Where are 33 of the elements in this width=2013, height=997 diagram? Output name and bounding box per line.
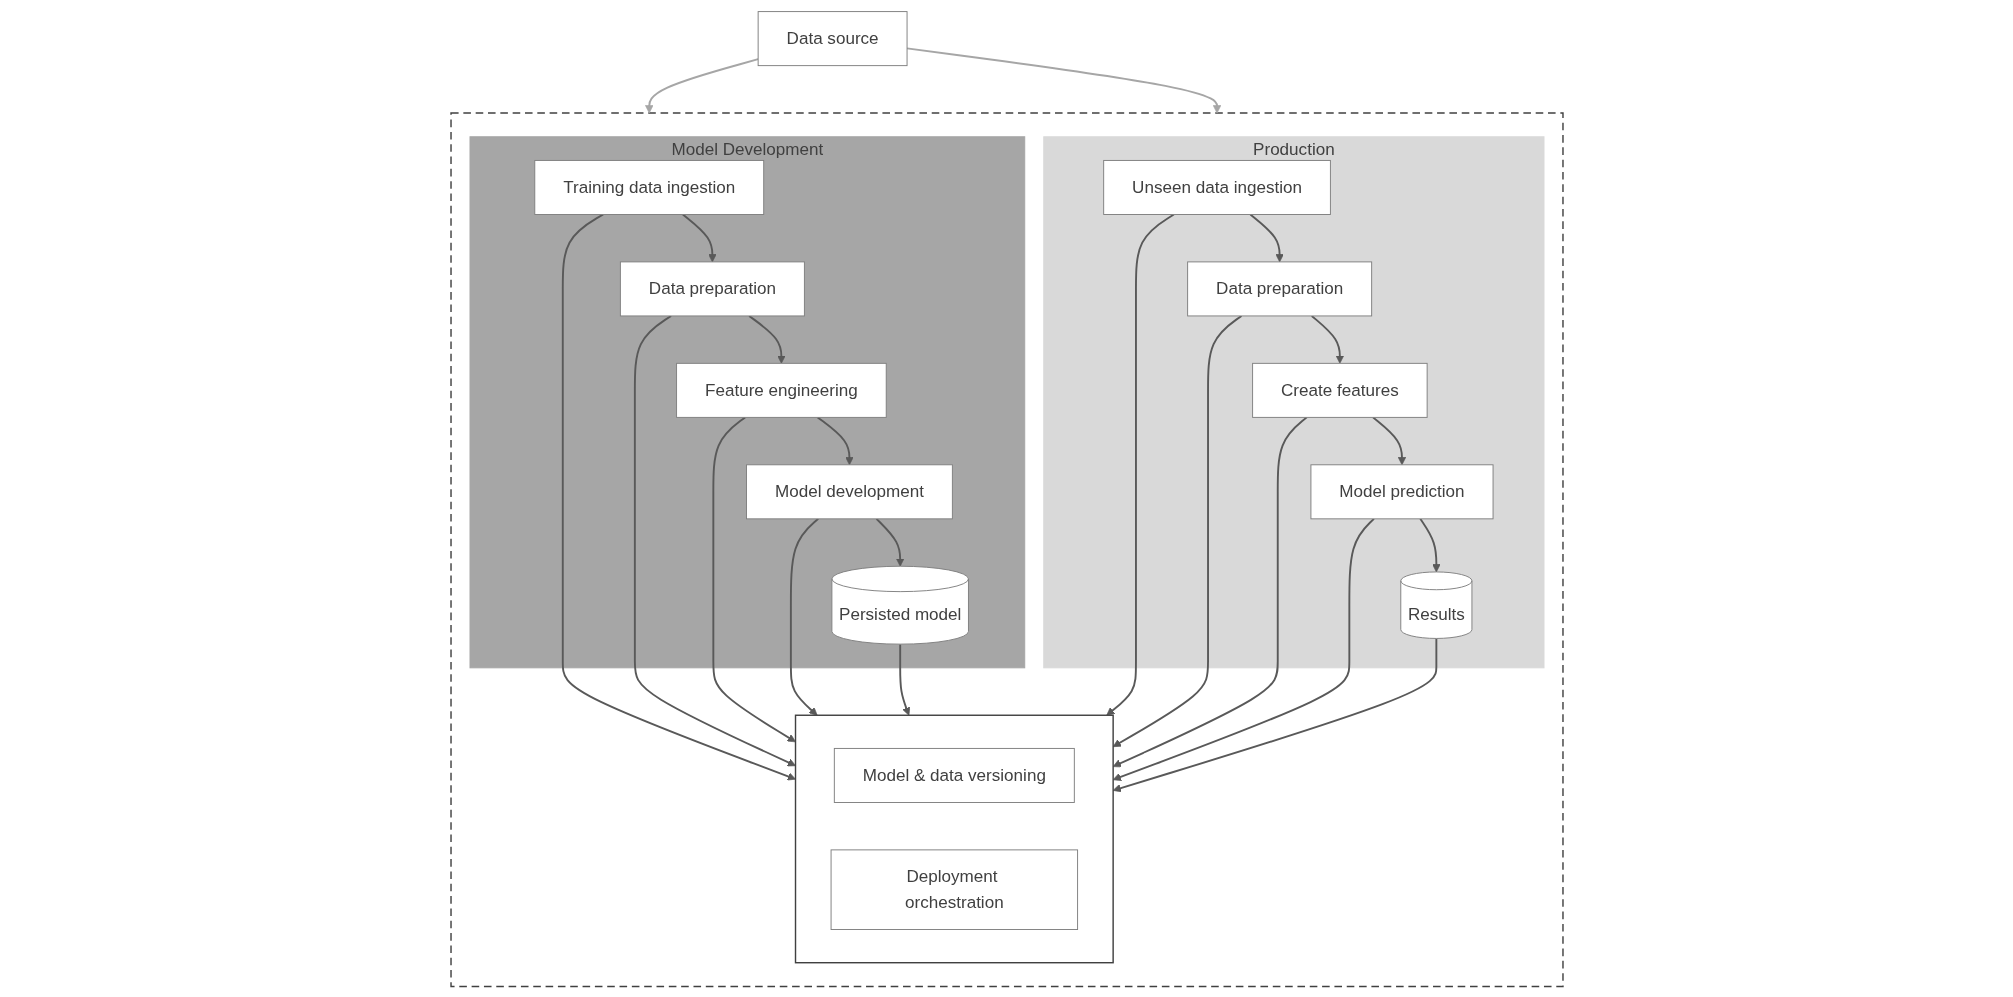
- node-box: Model development: [745, 463, 953, 519]
- arrow: [1310, 314, 1344, 364]
- arrow: [1112, 637, 1437, 792]
- node-box: Deployment orchestration: [830, 848, 1078, 930]
- arrow: [1112, 517, 1375, 781]
- arrow: [561, 213, 796, 780]
- arrow: [1248, 213, 1284, 262]
- node-box: Data preparation: [1186, 260, 1372, 316]
- arrow: [1112, 314, 1242, 747]
- arrow: [1112, 415, 1308, 767]
- arrow: [747, 314, 786, 364]
- arrow: [1418, 517, 1441, 572]
- arrow: [905, 47, 1221, 113]
- arrow: [1105, 213, 1175, 716]
- node-box: Data preparation: [619, 260, 805, 316]
- arrow: [898, 642, 910, 716]
- arrow: [711, 415, 796, 742]
- node-box: Unseen data ingestion: [1102, 159, 1331, 215]
- arrow: [875, 517, 904, 567]
- node-box: Training data ingestion: [533, 159, 764, 215]
- arrow: [1371, 415, 1406, 465]
- arrow: [633, 314, 796, 766]
- cluster: [794, 714, 1114, 963]
- node-box: Model prediction: [1309, 463, 1493, 519]
- node-box: Create features: [1251, 362, 1428, 418]
- arrow: [816, 415, 854, 465]
- node-box: Feature engineering: [675, 362, 887, 418]
- node-box: Model & data versioning: [833, 747, 1075, 803]
- cluster: [449, 111, 1564, 987]
- node-box: Data source: [757, 10, 908, 66]
- arrow: [681, 213, 717, 262]
- arrow: [644, 57, 759, 113]
- arrow: [789, 517, 819, 716]
